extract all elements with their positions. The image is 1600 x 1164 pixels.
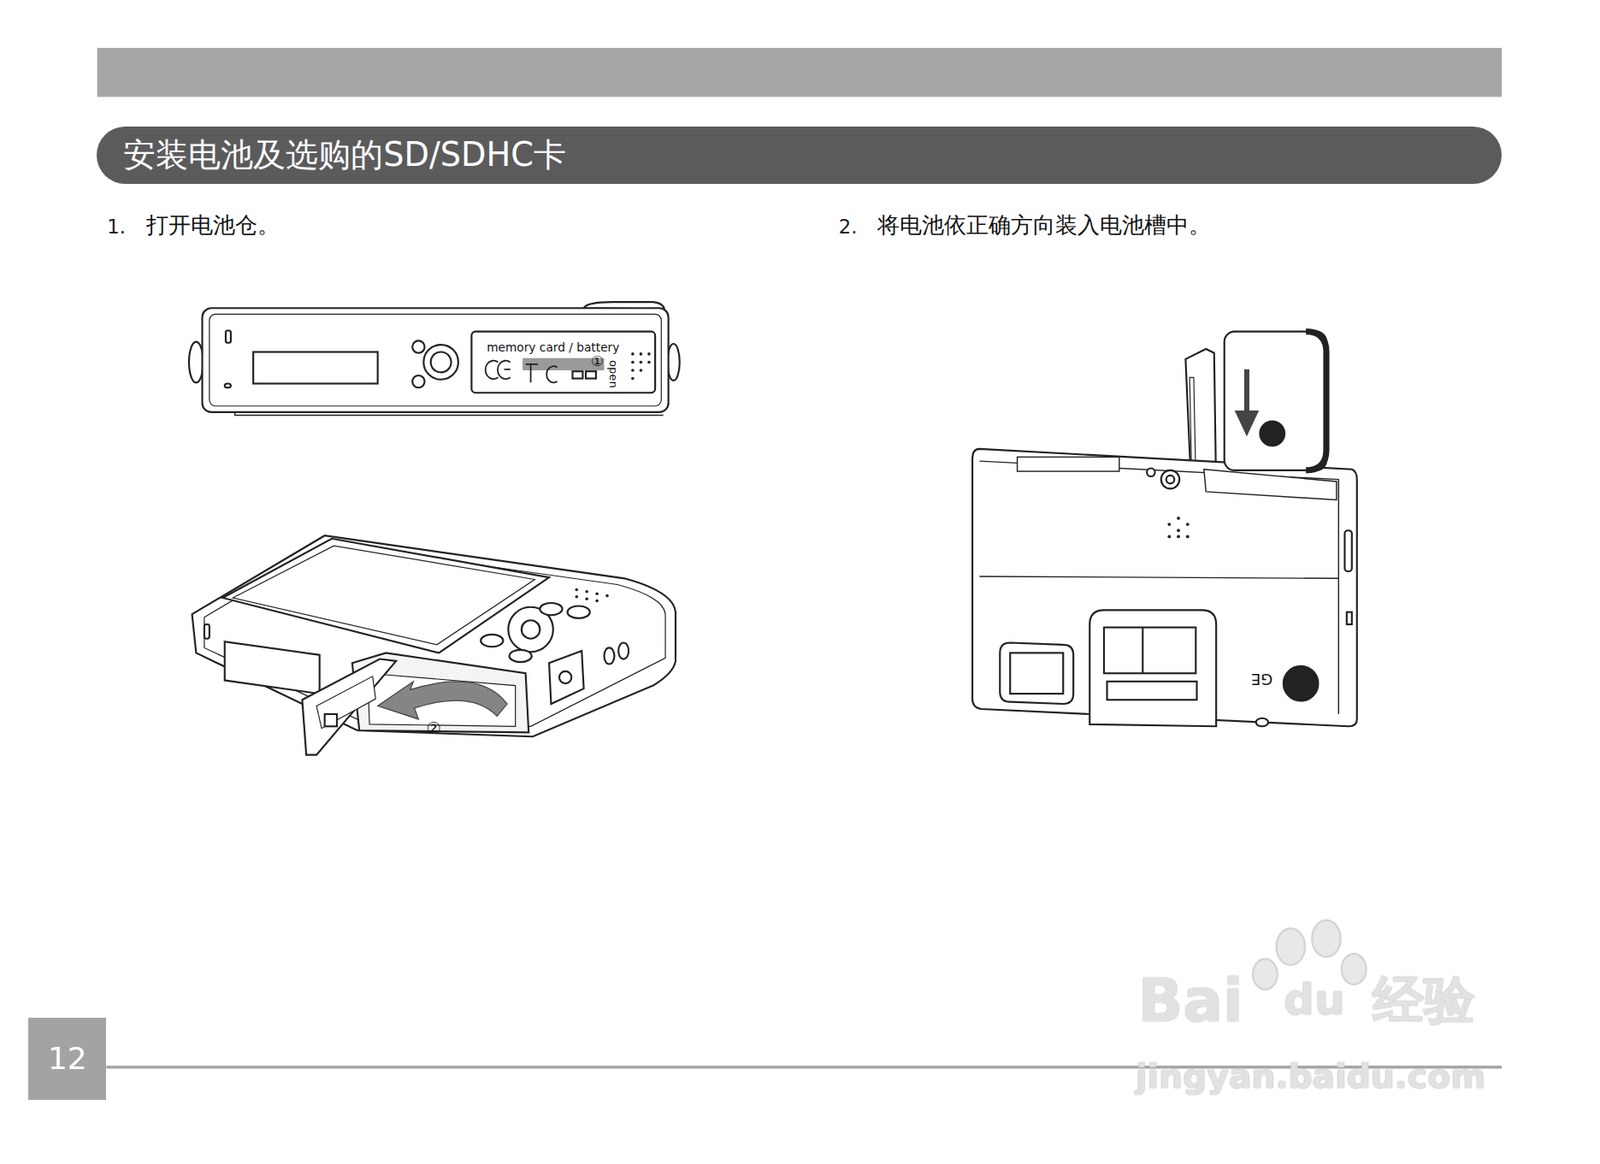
camera-top-view [188, 301, 680, 415]
node-text: 12 [47, 1040, 88, 1076]
step-text: 打开电池仓。 [146, 212, 280, 238]
camera-back-battery [972, 331, 1358, 727]
callout-number: ① [590, 353, 604, 370]
node-text: 安装电池及选购的SD/SDHC卡 [123, 133, 566, 178]
header-bar [97, 47, 1503, 97]
watermark: Bai [1137, 967, 1243, 1036]
step-number: 1. [106, 215, 126, 238]
camera-open-door [192, 535, 676, 755]
page-number-box: 12 [28, 1017, 107, 1101]
step-text: 将电池依正确方向装入电池槽中。 [877, 212, 1211, 238]
step-number: 2. [838, 215, 858, 238]
watermark: du [1283, 974, 1346, 1025]
watermark: jingyan.baidu.com [1135, 1056, 1486, 1096]
open-marking: open [607, 360, 620, 389]
watermark: 经验 [1372, 971, 1476, 1031]
title-band: 安装电池及选购的SD/SDHC卡 [96, 126, 1502, 184]
callout-number: ② [426, 719, 442, 739]
logo-text: GE [1251, 669, 1273, 688]
